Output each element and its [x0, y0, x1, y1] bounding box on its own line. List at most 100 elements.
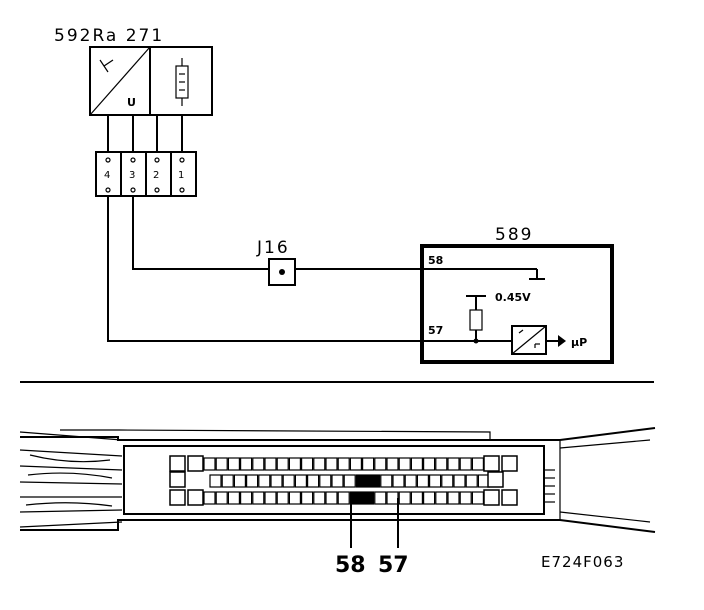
microprocessor-label: µP: [571, 336, 587, 349]
terminal-cell: [392, 474, 405, 488]
terminal-cell: [264, 491, 277, 505]
terminal-cell: [386, 457, 399, 471]
terminal-cell: [416, 474, 429, 488]
terminal-cell: [215, 457, 228, 471]
ground-icon: [529, 269, 545, 280]
terminal-cavity: [169, 489, 186, 506]
terminal-cell: [374, 491, 387, 505]
terminal-cell: [258, 474, 271, 488]
connector-pin-4: 4: [104, 170, 110, 181]
terminal-cell: [429, 474, 442, 488]
terminal-cavity: [501, 455, 518, 472]
ecu-pin-58: 58: [428, 254, 443, 267]
terminal-cell: [386, 491, 399, 505]
terminal-cell: [441, 474, 454, 488]
terminal-cell: [264, 457, 277, 471]
terminal-cell: [453, 474, 466, 488]
ecu-pin-57: 57: [428, 324, 443, 337]
terminal-cell: [459, 491, 472, 505]
terminal-cell: [465, 474, 478, 488]
terminal-cell: [313, 457, 326, 471]
terminal-cell: [398, 457, 411, 471]
terminal-cell: [240, 491, 253, 505]
terminal-cell: [459, 457, 472, 471]
terminal-cell: [331, 474, 344, 488]
terminal-cell: [337, 491, 350, 505]
terminal-cell: [319, 474, 332, 488]
terminal-cavity: [483, 489, 500, 506]
terminal-cell: [325, 457, 338, 471]
ad-converter-icon: [511, 325, 547, 355]
terminal-cell: [301, 491, 314, 505]
terminal-cell: [288, 491, 301, 505]
terminal-cell: [301, 457, 314, 471]
terminal-cell: [404, 474, 417, 488]
terminal-cell: [276, 491, 289, 505]
terminal-cell: [282, 474, 295, 488]
callout-57: 57: [378, 553, 409, 578]
terminal-cells: [169, 455, 518, 506]
terminal-cell: [288, 457, 301, 471]
terminal-cell: [343, 474, 356, 488]
terminal-cell: [252, 457, 265, 471]
terminal-cell: [349, 457, 362, 471]
wire-pin4-to-57: [107, 196, 512, 342]
terminal-cell: [307, 474, 320, 488]
lambda-arrow-icon: [99, 59, 114, 73]
terminal-cell: [209, 474, 222, 488]
arrow-right-icon: [558, 335, 566, 347]
terminal-cell: [337, 457, 350, 471]
ecu-connector-illustration: [19, 427, 656, 548]
sensor-u-label: U: [127, 96, 136, 109]
terminal-cavity: [487, 471, 504, 488]
terminal-cavity: [187, 455, 204, 472]
connector-pin-2: 2: [153, 170, 159, 181]
terminal-cell: [362, 457, 375, 471]
bias-resistor-icon: [466, 295, 486, 344]
sensor-label: 592Ra 271: [54, 26, 164, 46]
terminal-cell: [410, 457, 423, 471]
callout-58: 58: [335, 553, 366, 578]
terminal-cell: [355, 474, 368, 488]
terminal-cavity: [483, 455, 500, 472]
junction-j16: [268, 258, 296, 286]
terminal-cell: [410, 491, 423, 505]
terminal-cell: [246, 474, 259, 488]
ecu-block: 58 57 0.45V µP: [420, 244, 614, 364]
terminal-cell: [313, 491, 326, 505]
connector-pin-1: 1: [178, 170, 184, 181]
terminal-cell: [471, 491, 484, 505]
terminal-cell: [435, 457, 448, 471]
terminal-cavity: [187, 489, 204, 506]
junction-label: J16: [256, 238, 290, 258]
sensor-block: U: [89, 46, 213, 116]
sensor-connector: 4 3 2 1: [95, 151, 197, 197]
terminal-cell: [227, 457, 240, 471]
terminal-cell: [423, 491, 436, 505]
terminal-cell: [325, 491, 338, 505]
terminal-cell: [203, 457, 216, 471]
terminal-cell: [380, 474, 393, 488]
terminal-cell: [221, 474, 234, 488]
terminal-cell: [203, 491, 216, 505]
voltage-label: 0.45V: [495, 291, 531, 304]
ecu-label: 589: [495, 225, 533, 245]
terminal-cell: [374, 457, 387, 471]
terminal-cell: [368, 474, 381, 488]
terminal-cell: [423, 457, 436, 471]
wire-pin3-to-58: [132, 196, 268, 270]
terminal-cell: [233, 474, 246, 488]
terminal-cell: [362, 491, 375, 505]
terminal-cell: [447, 457, 460, 471]
terminal-cell: [227, 491, 240, 505]
terminal-cell: [435, 491, 448, 505]
terminal-cell: [294, 474, 307, 488]
terminal-cavity: [501, 489, 518, 506]
terminal-cell: [349, 491, 362, 505]
terminal-cell: [215, 491, 228, 505]
connector-pin-3: 3: [129, 170, 135, 181]
terminal-cell: [270, 474, 283, 488]
heater-resistor-icon: [175, 58, 189, 106]
figure-code: E724F063: [541, 553, 624, 571]
